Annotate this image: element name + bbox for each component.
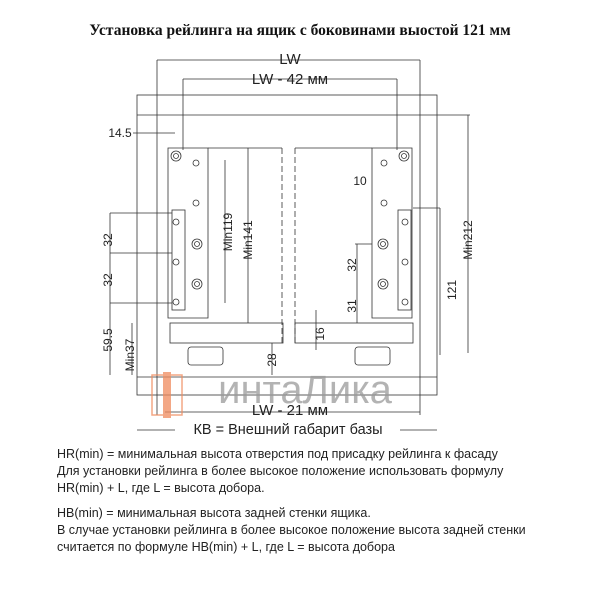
watermark-logo: интаЛика (151, 368, 393, 418)
outer-frame (136, 94, 438, 396)
dim-10: 10 (353, 174, 367, 188)
dim-min141: Min141 (241, 220, 255, 260)
dim-lw: LW (279, 51, 301, 68)
notes-hb: HB(min) = минимальная высота задней стен… (57, 505, 526, 556)
watermark-text: интаЛика (218, 368, 393, 412)
note-line: Для установки рейлинга в более высокое п… (57, 464, 504, 478)
notes-hr: HR(min) = минимальная высота отверстия п… (57, 446, 503, 497)
dim-min212: Min212 (461, 220, 475, 260)
dim-16: 16 (313, 327, 327, 341)
note-line: В случае установки рейлинга в более высо… (57, 523, 526, 537)
note-line: считается по формуле HB(min) + L, где L … (57, 540, 395, 554)
dim-32-left-1: 32 (101, 233, 115, 247)
dim-lw-21: LW - 21 мм (252, 402, 328, 419)
dim-14-5: 14.5 (108, 126, 132, 140)
dim-min37: Min37 (123, 338, 137, 371)
dim-base-label: КВ = Внешний габарит базы (193, 422, 382, 438)
dim-59-5: 59.5 (101, 328, 115, 352)
dim-lw-42: LW - 42 мм (252, 71, 328, 88)
dim-min119: Min119 (221, 212, 235, 251)
note-line: HB(min) = минимальная высота задней стен… (57, 506, 371, 520)
dim-32-right: 32 (345, 258, 359, 272)
dim-121: 121 (445, 280, 459, 300)
page-title: Установка рейлинга на ящик с боковинами … (89, 22, 511, 39)
note-line: HR(min) + L, где L = высота добора. (57, 481, 265, 495)
dim-32-left-2: 32 (101, 273, 115, 287)
dim-28: 28 (265, 353, 279, 367)
dim-31: 31 (345, 299, 359, 313)
note-line: HR(min) = минимальная высота отверстия п… (57, 447, 498, 461)
